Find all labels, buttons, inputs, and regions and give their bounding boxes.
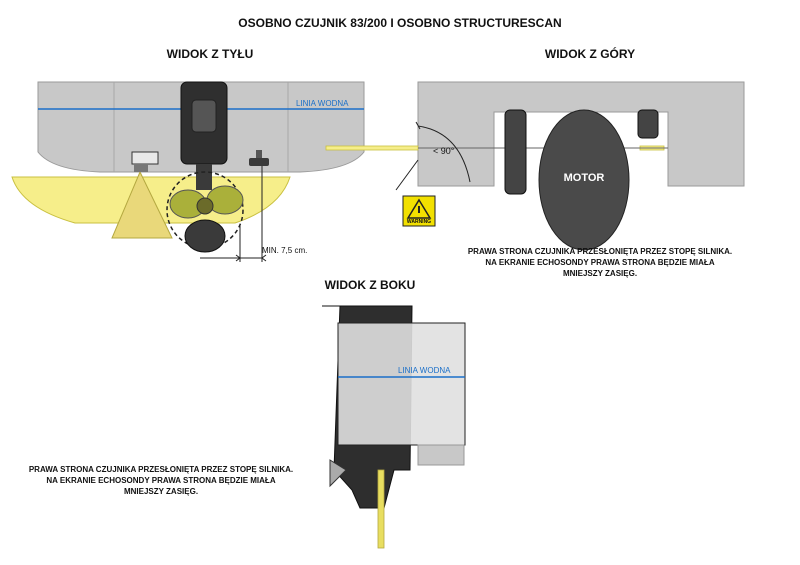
top-view-heading: WIDOK Z GÓRY xyxy=(544,47,636,61)
angle-label: < 90° xyxy=(433,146,455,156)
top-view-note-line-2: NA EKRANIE ECHOSONDY PRAWA STRONA BĘDZIE… xyxy=(485,258,715,267)
top-view-drawing xyxy=(325,81,745,251)
top-hull xyxy=(417,81,745,187)
top-view-note-line-3: MNIEJSZY ZASIĘG. xyxy=(562,269,638,278)
motor-label: MOTOR xyxy=(563,172,605,184)
page-title: OSOBNO CZUJNIK 83/200 I OSOBNO STRUCTURE… xyxy=(238,16,562,30)
side-view-note-line-1: PRAWA STRONA CZUJNIKA PRZESŁONIĘTA PRZEZ… xyxy=(28,465,294,474)
rear-view-heading: WIDOK Z TYŁU xyxy=(166,47,254,61)
min-distance-label: MIN. 7,5 cm. xyxy=(262,246,308,255)
side-view-note-line-3: MNIEJSZY ZASIĘG. xyxy=(123,487,199,496)
rear-view-drawing xyxy=(11,81,365,262)
side-view-heading: WIDOK Z BOKU xyxy=(324,278,416,292)
rear-waterline-label: LINIA WODNA xyxy=(296,99,349,108)
side-waterline-label: LINIA WODNA xyxy=(398,366,451,375)
side-view-note: PRAWA STRONA CZUJNIKA PRZESŁONIĘTA PRZEZ… xyxy=(6,464,316,497)
side-hull xyxy=(337,322,466,446)
top-view-note: PRAWA STRONA CZUJNIKA PRZESŁONIĘTA PRZEZ… xyxy=(420,246,780,279)
side-view-drawing xyxy=(322,305,466,549)
top-view-note-line-1: PRAWA STRONA CZUJNIKA PRZESŁONIĘTA PRZEZ… xyxy=(467,247,733,256)
warning-label: WARNING xyxy=(406,219,432,225)
top-motor xyxy=(538,109,630,251)
rear-transducer xyxy=(131,151,159,165)
side-view-note-line-2: NA EKRANIE ECHOSONDY PRAWA STRONA BĘDZIE… xyxy=(46,476,276,485)
